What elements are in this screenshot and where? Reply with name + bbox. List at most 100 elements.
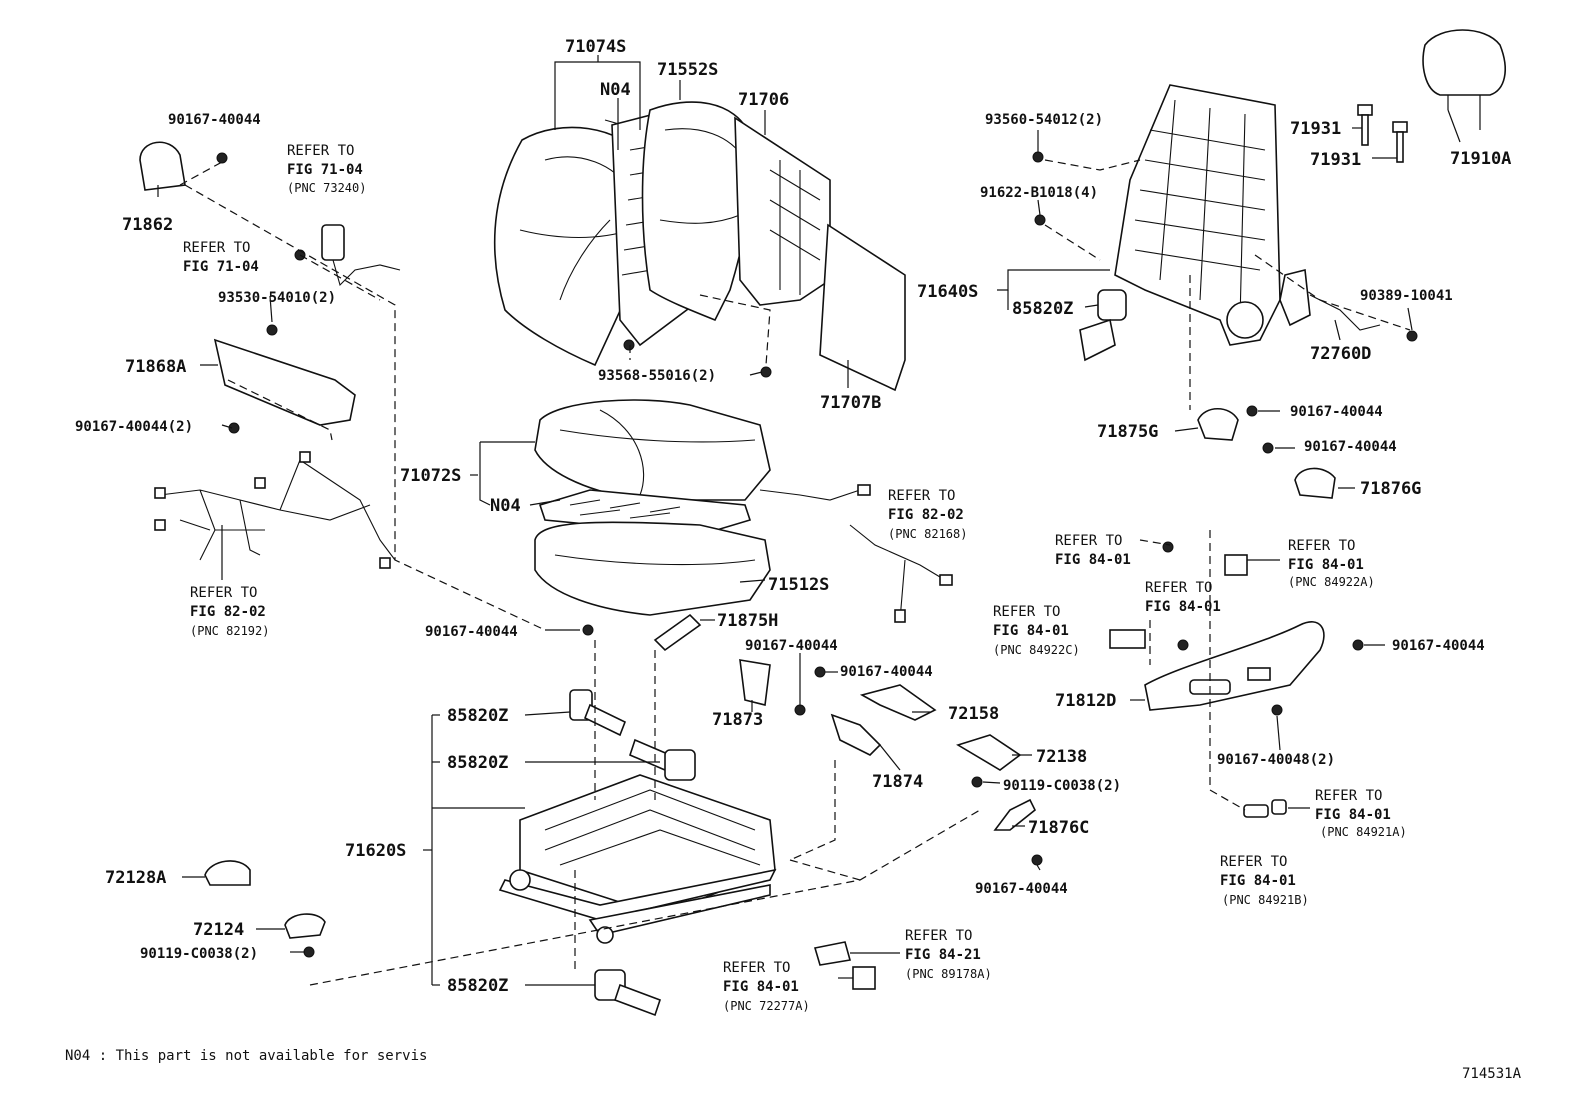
label-90167-40044-e[interactable]: 90167-40044 (840, 664, 933, 680)
label-71074S[interactable]: 71074S (565, 37, 626, 57)
ref-fig-82-02-b-line2[interactable]: FIG 82-02 (888, 507, 964, 523)
label-71875H[interactable]: 71875H (717, 611, 778, 631)
knob-84921B-part[interactable] (1243, 804, 1269, 818)
label-93560-54012[interactable]: 93560-54012(2) (985, 112, 1103, 128)
seat-belt-buckle-part[interactable] (321, 224, 401, 287)
seatback-pad-part[interactable] (611, 101, 755, 347)
knob-cover-part[interactable] (139, 141, 186, 191)
cover-72124-part[interactable] (284, 913, 326, 939)
label-71875G[interactable]: 71875G (1097, 422, 1158, 442)
headrest-guide-1-part[interactable] (1357, 104, 1373, 146)
wire-harness-center-part[interactable] (759, 484, 953, 623)
label-71812D[interactable]: 71812D (1055, 691, 1116, 711)
connector-89178A-part[interactable] (813, 941, 852, 966)
ref-fig-82-02-b-line3: (PNC 82168) (888, 527, 967, 541)
label-91622-B1018[interactable]: 91622-B1018(4) (980, 185, 1098, 201)
switch-84922C-part[interactable] (1109, 629, 1146, 649)
label-93530-54010[interactable]: 93530-54010(2) (218, 290, 336, 306)
recliner-cover-part[interactable] (1279, 269, 1381, 331)
label-90167-40044-b[interactable]: 90167-40044(2) (75, 419, 193, 435)
label-90119-C0038-b[interactable]: 90119-C0038(2) (140, 946, 258, 962)
label-85820Z-2[interactable]: 85820Z (447, 753, 508, 773)
label-71931-a[interactable]: 71931 (1290, 119, 1341, 139)
seatback-panel-part[interactable] (819, 223, 906, 392)
ref-fig-84-01-f-line2[interactable]: FIG 84-01 (1145, 599, 1221, 615)
ref-fig-84-01-d-line2[interactable]: FIG 84-01 (1055, 552, 1131, 568)
part-number-labels: 71074S N04 71552S 71706 93568-55016(2) 7… (65, 37, 1522, 1082)
ref-fig-84-21-line2[interactable]: FIG 84-21 (905, 947, 981, 963)
label-85820Z-1[interactable]: 85820Z (447, 706, 508, 726)
label-71910A[interactable]: 71910A (1450, 149, 1511, 169)
seat-track-frame-part[interactable] (498, 774, 777, 944)
label-90389-10041[interactable]: 90389-10041 (1360, 288, 1453, 304)
footnote: N04 : This part is not available for ser… (65, 1048, 427, 1064)
label-93568-55016[interactable]: 93568-55016(2) (598, 368, 716, 384)
label-71873[interactable]: 71873 (712, 710, 763, 730)
cover-71876G-part[interactable] (1294, 467, 1336, 499)
label-71640S[interactable]: 71640S (917, 282, 978, 302)
label-90167-40044-c[interactable]: 90167-40044 (425, 624, 518, 640)
seat-cushion-frame-part[interactable] (534, 521, 771, 616)
ref-fig-84-01-e-line2[interactable]: FIG 84-01 (1288, 557, 1364, 573)
ref-fig-71-04-a-line2[interactable]: FIG 71-04 (287, 162, 363, 178)
label-71072S[interactable]: 71072S (400, 466, 461, 486)
connector-72277A-part[interactable] (852, 966, 876, 990)
label-90167-40044-h[interactable]: 90167-40044 (1304, 439, 1397, 455)
bracket-71874-part[interactable] (830, 713, 882, 756)
seat-cushion-cover-part[interactable] (534, 399, 771, 501)
label-71868A[interactable]: 71868A (125, 357, 186, 377)
ref-fig-84-01-g-line1: REFER TO (993, 604, 1060, 620)
knob-84921A-part[interactable] (1271, 799, 1287, 815)
ref-fig-84-01-h-line2[interactable]: FIG 84-01 (1315, 807, 1391, 823)
headrest-guide-2-part[interactable] (1392, 121, 1408, 163)
label-71620S[interactable]: 71620S (345, 841, 406, 861)
seat-side-shield-part[interactable] (1144, 621, 1325, 711)
label-71876C[interactable]: 71876C (1028, 818, 1089, 838)
inner-cover-part[interactable] (213, 338, 356, 426)
seatback-frame-part[interactable] (1114, 84, 1281, 346)
label-72128A[interactable]: 72128A (105, 868, 166, 888)
label-71874[interactable]: 71874 (872, 772, 923, 792)
seat-motor-3-part[interactable] (594, 969, 662, 1017)
ref-fig-84-01-g-line2[interactable]: FIG 84-01 (993, 623, 1069, 639)
headrest-part[interactable] (1422, 29, 1506, 130)
label-85820Z-r[interactable]: 85820Z (1012, 299, 1073, 319)
cover-72158-part[interactable] (859, 684, 937, 721)
seatback-motor-part[interactable] (1079, 289, 1127, 362)
ref-fig-82-02-a-line2[interactable]: FIG 82-02 (190, 604, 266, 620)
label-72760D[interactable]: 72760D (1310, 344, 1371, 364)
seatback-board-part[interactable] (734, 116, 831, 306)
label-90167-40044-g[interactable]: 90167-40044 (1290, 404, 1383, 420)
label-72124[interactable]: 72124 (193, 920, 244, 940)
cover-72138-part[interactable] (956, 734, 1022, 771)
cover-72128A-part[interactable] (204, 860, 251, 886)
label-90167-40044-f[interactable]: 90167-40044 (975, 881, 1068, 897)
wire-harness-left-part[interactable] (154, 451, 396, 569)
label-71931-b[interactable]: 71931 (1310, 150, 1361, 170)
label-85820Z-3[interactable]: 85820Z (447, 976, 508, 996)
bracket-71876C-part[interactable] (993, 798, 1037, 831)
ref-fig-84-01-i-line2[interactable]: FIG 84-01 (1220, 873, 1296, 889)
ref-fig-84-01-g-line3: (PNC 84922C) (993, 643, 1080, 657)
ref-fig-84-01-c-line2[interactable]: FIG 84-01 (723, 979, 799, 995)
label-71707B[interactable]: 71707B (820, 393, 881, 413)
switch-84922A-part[interactable] (1224, 554, 1248, 576)
label-90167-40044-d[interactable]: 90167-40044 (745, 638, 838, 654)
label-90167-40044-i[interactable]: 90167-40044 (1392, 638, 1485, 654)
ref-fig-71-04-b-line2[interactable]: FIG 71-04 (183, 259, 259, 275)
label-71512S[interactable]: 71512S (768, 575, 829, 595)
label-90167-40048[interactable]: 90167-40048(2) (1217, 752, 1335, 768)
label-71876G[interactable]: 71876G (1360, 479, 1421, 499)
label-90119-C0038-a[interactable]: 90119-C0038(2) (1003, 778, 1121, 794)
cover-71875G-part[interactable] (1197, 407, 1239, 441)
label-71706[interactable]: 71706 (738, 90, 789, 110)
seat-motor-1-part[interactable] (569, 689, 627, 737)
bracket-71873-part[interactable] (739, 659, 771, 706)
label-90167-40044-a[interactable]: 90167-40044 (168, 112, 261, 128)
label-72138[interactable]: 72138 (1036, 747, 1087, 767)
label-72158[interactable]: 72158 (948, 704, 999, 724)
label-71862[interactable]: 71862 (122, 215, 173, 235)
bracket-71875H-part[interactable] (653, 613, 702, 652)
label-71552S[interactable]: 71552S (657, 60, 718, 80)
seat-motor-2-part[interactable] (629, 738, 696, 781)
